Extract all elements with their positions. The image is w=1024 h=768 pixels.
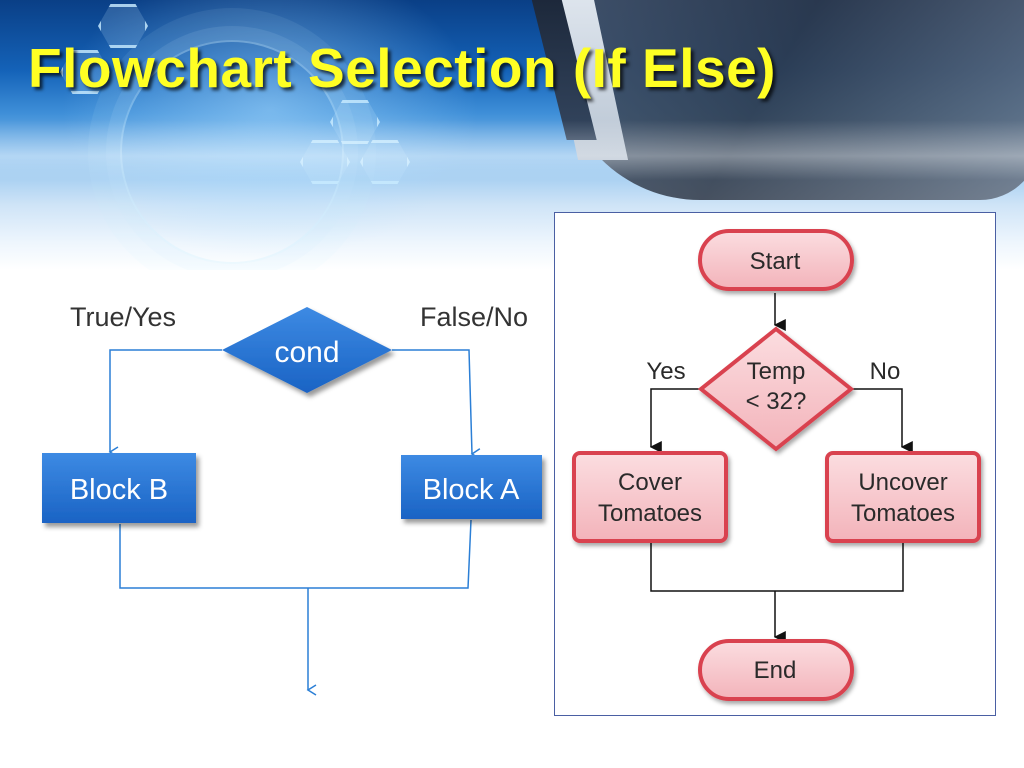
cover-tomatoes-line1: Cover: [618, 469, 682, 496]
false-branch-label: False/No: [420, 302, 528, 332]
uncover-tomatoes-box: [825, 451, 981, 543]
true-branch-connector: [108, 349, 222, 458]
slide-title: Flowchart Selection (If Else): [28, 37, 776, 99]
block-b-exit-connector: [119, 524, 308, 589]
temperature-decision-diamond: [697, 326, 855, 452]
block-a-exit-connector: [308, 519, 472, 589]
decision-label-line1: Temp: [747, 358, 806, 385]
cover-tomatoes-line2: Tomatoes: [598, 500, 702, 527]
end-label: End: [754, 657, 797, 684]
uncover-exit-connector: [775, 543, 904, 592]
hexagon-icon: [330, 100, 380, 144]
banner-streak: [0, 120, 1024, 180]
block-a-box: [401, 455, 542, 519]
start-label: Start: [750, 248, 801, 275]
decision-label-line2: < 32?: [746, 388, 807, 415]
hexagon-icon: [300, 140, 350, 184]
hexagon-icon: [60, 50, 110, 94]
yes-branch-label: Yes: [646, 358, 685, 385]
cover-tomatoes-box: [572, 451, 728, 543]
block-b-label: Block B: [70, 474, 168, 506]
block-a-label: Block A: [423, 474, 520, 506]
yes-branch-arrow: [649, 388, 703, 453]
end-terminal: [698, 639, 854, 701]
uncover-tomatoes-line1: Uncover: [858, 469, 947, 496]
condition-label: cond: [274, 336, 339, 369]
tomato-flowchart: Start Temp < 32? Yes No Cover Tomatoes U…: [572, 229, 981, 701]
no-branch-arrow: [849, 388, 913, 453]
condition-diamond: [222, 307, 392, 393]
banner-ring: [120, 40, 344, 264]
hexagon-icon: [360, 140, 410, 184]
false-branch-connector: [392, 349, 481, 460]
tomato-example-panel: Start Temp < 32? Yes No Cover Tomatoes U…: [554, 212, 996, 716]
block-b-box: [42, 453, 196, 523]
uncover-tomatoes-line2: Tomatoes: [851, 500, 955, 527]
true-branch-label: True/Yes: [70, 302, 176, 332]
no-branch-label: No: [870, 358, 901, 385]
banner-suit: [560, 0, 1024, 200]
cover-exit-connector: [650, 543, 775, 592]
header-banner: [0, 0, 1024, 270]
start-terminal: [698, 229, 854, 291]
generic-if-else-diagram: cond True/Yes False/No Block B Block A: [42, 302, 542, 696]
